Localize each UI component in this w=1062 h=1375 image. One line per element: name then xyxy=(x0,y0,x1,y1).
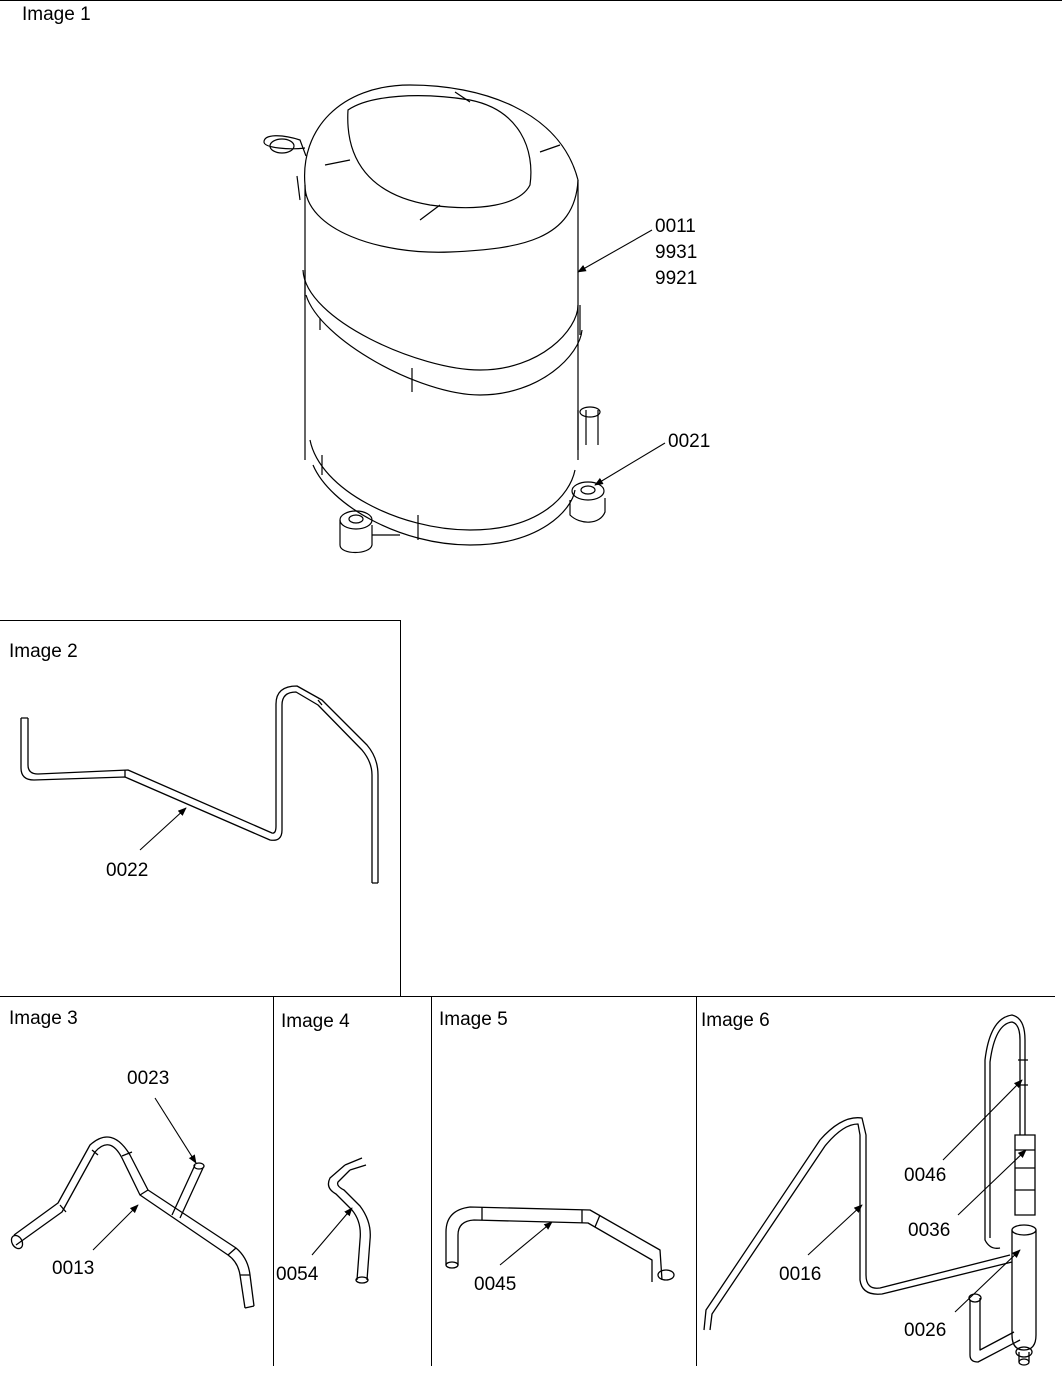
tube-0046-drawing xyxy=(985,1015,1028,1248)
callout-0023: 0023 xyxy=(127,1068,170,1089)
panel-title-image-5: Image 5 xyxy=(439,1009,508,1030)
callout-0036: 0036 xyxy=(908,1220,951,1241)
tube-0054-drawing xyxy=(328,1158,370,1283)
image2-right-border xyxy=(400,620,401,997)
fitting-0036-drawing xyxy=(1015,1135,1035,1215)
bottom-row-top-border xyxy=(0,996,1055,997)
panel-title-image-4: Image 4 xyxy=(281,1011,350,1032)
panel-title-image-3: Image 3 xyxy=(9,1008,78,1029)
panel-title-image-1: Image 1 xyxy=(22,4,91,25)
image2-top-border xyxy=(0,620,401,621)
callout-0045: 0045 xyxy=(474,1274,517,1295)
tube-0045-drawing xyxy=(446,1207,674,1282)
callout-0026: 0026 xyxy=(904,1320,947,1341)
image4-right-border xyxy=(431,996,432,1366)
panel-title-image-2: Image 2 xyxy=(9,641,78,662)
callout-9921: 9921 xyxy=(655,268,698,289)
image5-right-border xyxy=(696,996,697,1366)
callout-0021: 0021 xyxy=(668,431,711,452)
compressor-drawing xyxy=(264,85,605,553)
callout-0046: 0046 xyxy=(904,1165,947,1186)
callout-0016: 0016 xyxy=(779,1264,822,1285)
callout-0011: 0011 xyxy=(655,216,696,237)
tube-0016-drawing xyxy=(704,1118,1012,1330)
callout-9931: 9931 xyxy=(655,242,698,263)
tube-0022-drawing xyxy=(21,686,378,883)
panel-title-image-6: Image 6 xyxy=(701,1010,770,1031)
leader-lines xyxy=(93,230,1027,1312)
callout-0022: 0022 xyxy=(106,860,149,881)
tube-0013-drawing xyxy=(9,1137,254,1308)
image3-right-border xyxy=(273,996,274,1366)
tube-0023-drawing xyxy=(172,1163,204,1218)
callout-0054: 0054 xyxy=(276,1264,319,1285)
top-border xyxy=(0,0,1062,1)
fitting-0026-drawing xyxy=(969,1225,1036,1365)
callout-0013: 0013 xyxy=(52,1258,95,1279)
